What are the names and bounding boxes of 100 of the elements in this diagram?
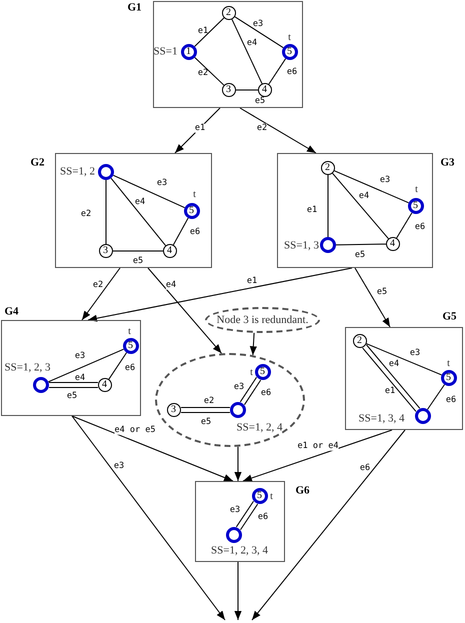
vertex-circle: 5 <box>254 364 270 380</box>
edge-label: e6 <box>190 228 200 236</box>
vertex-circle: 4 <box>386 236 400 250</box>
vertex-circle: 2 <box>352 334 366 348</box>
vertex-circle: 4 <box>98 378 112 392</box>
edge-label: e6 <box>446 396 456 404</box>
vertex-annotation: t <box>288 32 291 42</box>
arrow <box>72 416 234 482</box>
arrow <box>174 108 220 154</box>
graph-edge-line <box>180 412 230 413</box>
graph-edge-line <box>48 382 98 383</box>
edge-label: e2 <box>92 280 104 290</box>
arrow <box>240 108 316 154</box>
vertex-annotation: t <box>270 492 273 502</box>
graph-heading: G5 <box>442 311 457 322</box>
vertex-circle <box>32 376 48 392</box>
edge-label: e1 or e4 <box>298 442 338 450</box>
edge-label: e6 <box>414 222 426 232</box>
edge-label: e1 <box>198 26 208 36</box>
vertex-circle: 5 <box>252 488 268 504</box>
graph-edge-line <box>110 178 166 246</box>
graph-edge-line <box>180 407 230 408</box>
vertex-annotation: t <box>193 190 196 200</box>
graph-heading: G4 <box>4 306 19 317</box>
vertex-annotation: t <box>250 368 253 378</box>
note-text: Node 3 is redundant. <box>216 314 308 326</box>
arrow <box>82 268 120 320</box>
edge-label: e3 <box>252 20 264 28</box>
edge-label: e1 <box>194 124 206 132</box>
graph-edge-line <box>48 387 98 388</box>
vertex-annotation: SS=1, 2, 4 <box>236 422 282 433</box>
graph-edge-line <box>366 343 442 376</box>
vertex-circle: 4 <box>162 244 176 258</box>
edge-label: e1 <box>384 386 396 396</box>
graph-heading: G1 <box>127 2 142 13</box>
edge-label: e3 <box>410 348 420 358</box>
vertex-annotation: SS=1, 2 <box>60 166 95 177</box>
edge-label: e3 <box>230 506 240 514</box>
arrow <box>252 430 406 620</box>
edge-label: e6 <box>260 388 272 398</box>
arrow <box>148 268 222 354</box>
vertex-circle: 2 <box>222 6 236 20</box>
vertex-circle: 3 <box>222 82 236 96</box>
graph-edge-line <box>244 380 262 406</box>
vertex-circle <box>414 408 430 424</box>
note-ellipse <box>205 307 320 333</box>
edge-label: e3 <box>156 178 168 188</box>
arrow <box>72 416 226 620</box>
arrow <box>88 268 352 322</box>
edge-label: e5 <box>200 418 212 426</box>
graph-edge-line <box>268 58 286 85</box>
graph-heading: G2 <box>30 157 45 168</box>
graph-edge-line <box>236 500 254 528</box>
vertex-circle: 4 <box>258 82 272 96</box>
edge-label: e2 <box>204 396 214 406</box>
edge-label: e3 <box>234 382 244 392</box>
edge-label: e6 <box>258 512 268 522</box>
graph-edge-line <box>194 57 224 86</box>
graph-edge-line <box>240 504 258 530</box>
edge-label: e3 <box>114 462 124 470</box>
edge-label: e6 <box>286 68 298 76</box>
graph-edge-line <box>231 18 263 84</box>
vertex-annotation: t <box>415 184 418 194</box>
edge-label: e1 <box>246 276 258 286</box>
edge-label: e4 <box>246 38 258 48</box>
vertex-circle: 5 <box>122 338 138 354</box>
edge-label: e5 <box>376 288 388 296</box>
vertex-annotation: SS=1, 3 <box>284 240 319 251</box>
vertex-annotation: t <box>128 326 131 336</box>
arrow <box>242 430 392 482</box>
vertex-circle: 1 <box>180 44 196 60</box>
edge-label: e2 <box>198 68 208 78</box>
edge-label: e4 or e5 <box>114 426 156 434</box>
edge-label: e4 <box>388 360 400 368</box>
graph-edge-line <box>240 376 258 402</box>
vertex-circle: 3 <box>98 244 112 258</box>
graph-edge-line <box>334 170 410 204</box>
edge-label: e6 <box>124 364 136 372</box>
graph-edge-line <box>112 250 164 252</box>
arrow <box>234 562 242 620</box>
vertex-annotation: t <box>447 358 450 368</box>
edge-label: e4 <box>358 192 370 200</box>
vertex-circle <box>98 164 114 180</box>
graph-edge-line <box>396 212 412 238</box>
vertex-circle <box>230 402 246 418</box>
graph-heading: G3 <box>440 157 455 168</box>
vertex-annotation: SS=1, 2, 3 <box>4 362 50 373</box>
graph-heading: G6 <box>295 485 310 496</box>
vertex-annotation: SS=1 <box>154 46 178 57</box>
graph-edge-line <box>108 352 128 380</box>
edge-label: e1 <box>306 206 318 214</box>
edge-label: e5 <box>132 256 144 266</box>
arrow <box>234 446 242 482</box>
edge-label: e6 <box>360 464 370 472</box>
vertex-annotation: SS=1, 2, 3, 4 <box>211 545 268 556</box>
graph-edge-line <box>234 16 284 48</box>
edge-label: e3 <box>380 176 390 184</box>
graph-edge-line <box>336 244 386 246</box>
vertex-circle: 3 <box>166 402 180 416</box>
edge-label: e2 <box>256 124 268 132</box>
